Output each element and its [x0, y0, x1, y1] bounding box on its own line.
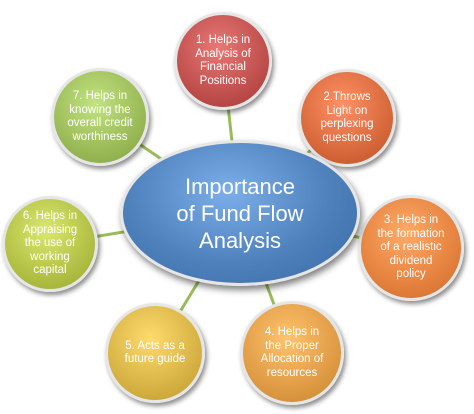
node-throws-light: 2.Throws Light on perplexing questions	[298, 69, 396, 167]
node-label: 3. Helps in the formation of a realistic…	[377, 214, 445, 281]
center-label: Importance of Fund Flow Analysis	[176, 173, 304, 253]
node-allocation-of-resources: 4. Helps in the Proper Allocation of res…	[240, 301, 344, 405]
center-node-title: Importance of Fund Flow Analysis	[120, 140, 360, 286]
node-credit-worthiness: 7. Helps in knowing the overall credit w…	[51, 68, 149, 166]
node-dividend-policy: 3. Helps in the formation of a realistic…	[358, 195, 464, 301]
node-label: 6. Helps in Appraising the use of workin…	[22, 210, 78, 277]
node-label: 2.Throws Light on perplexing questions	[320, 91, 374, 144]
node-label: 5. Acts as a future guide	[124, 339, 186, 366]
node-label: 7. Helps in knowing the overall credit w…	[67, 90, 133, 143]
node-analysis-financial-positions: 1. Helps in Analysis of Financial Positi…	[174, 12, 272, 110]
node-label: 4. Helps in the Proper Allocation of res…	[260, 326, 324, 379]
node-label: 1. Helps in Analysis of Financial Positi…	[195, 34, 251, 87]
node-working-capital: 6. Helps in Appraising the use of workin…	[2, 196, 98, 292]
node-future-guide: 5. Acts as a future guide	[105, 303, 205, 403]
